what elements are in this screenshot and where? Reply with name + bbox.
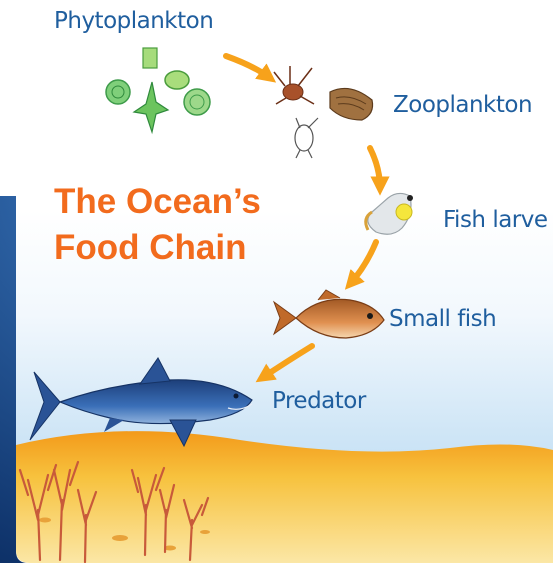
sea-floor-sand <box>16 431 553 563</box>
label-zooplankton: Zooplankton <box>393 92 532 118</box>
diagram-title-line-1: The Ocean’s <box>54 182 261 222</box>
label-small-fish: Small fish <box>389 306 496 332</box>
label-predator: Predator <box>272 388 366 414</box>
label-fish-larve: Fish larve <box>443 207 548 233</box>
label-phytoplankton: Phytoplankton <box>54 8 213 34</box>
diagram-title-line-2: Food Chain <box>54 228 246 268</box>
